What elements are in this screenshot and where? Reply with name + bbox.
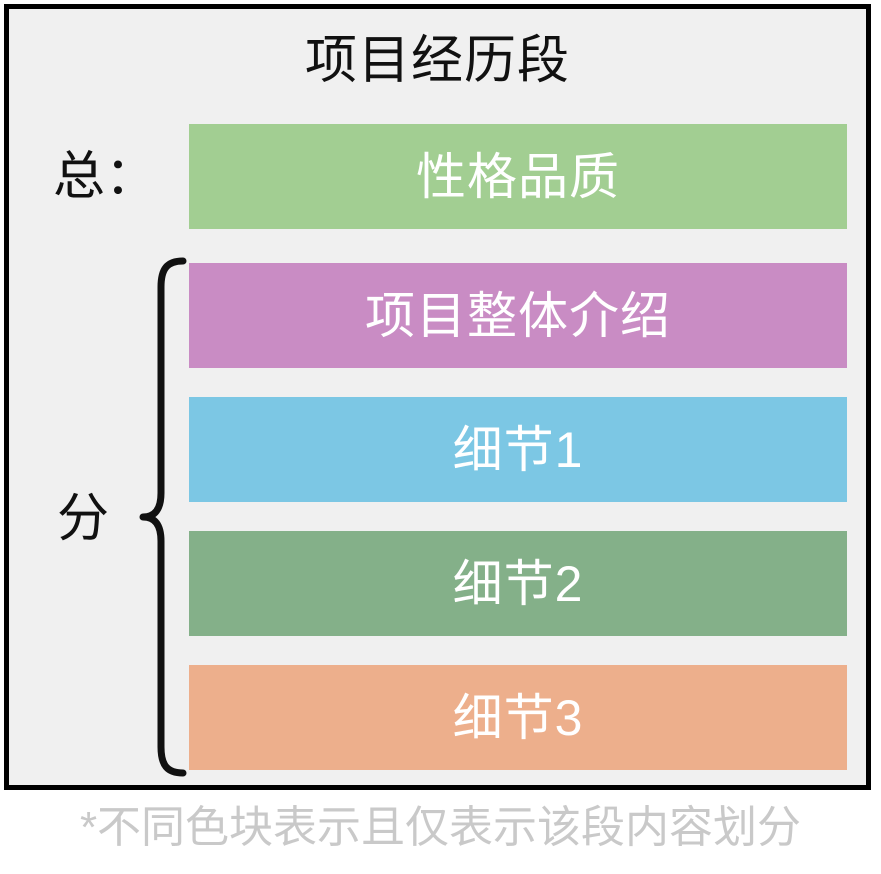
content-bar[interactable]: 细节3 xyxy=(189,665,847,770)
content-bar-label: 细节2 xyxy=(452,555,584,612)
footnote-text: *不同色块表示且仅表示该段内容划分 xyxy=(79,803,802,852)
diagram-panel: 项目经历段 总： 分 性格品质 项目整体介绍 细节1 细节2 细节3 xyxy=(4,4,871,790)
content-bar[interactable]: 项目整体介绍 xyxy=(189,263,847,368)
content-bar[interactable]: 细节1 xyxy=(189,397,847,502)
content-bar[interactable]: 性格品质 xyxy=(189,124,847,229)
content-bar-label: 细节3 xyxy=(452,689,584,746)
content-bar-label: 细节1 xyxy=(452,421,584,478)
page-title: 项目经历段 xyxy=(304,32,570,90)
group-label-summary: 总： xyxy=(53,148,158,206)
content-bar-label: 性格品质 xyxy=(416,148,620,205)
content-bar-label: 项目整体介绍 xyxy=(365,287,671,344)
curly-brace-icon xyxy=(137,257,191,777)
content-bar[interactable]: 细节2 xyxy=(189,531,847,636)
group-label-detail: 分 xyxy=(57,490,110,548)
